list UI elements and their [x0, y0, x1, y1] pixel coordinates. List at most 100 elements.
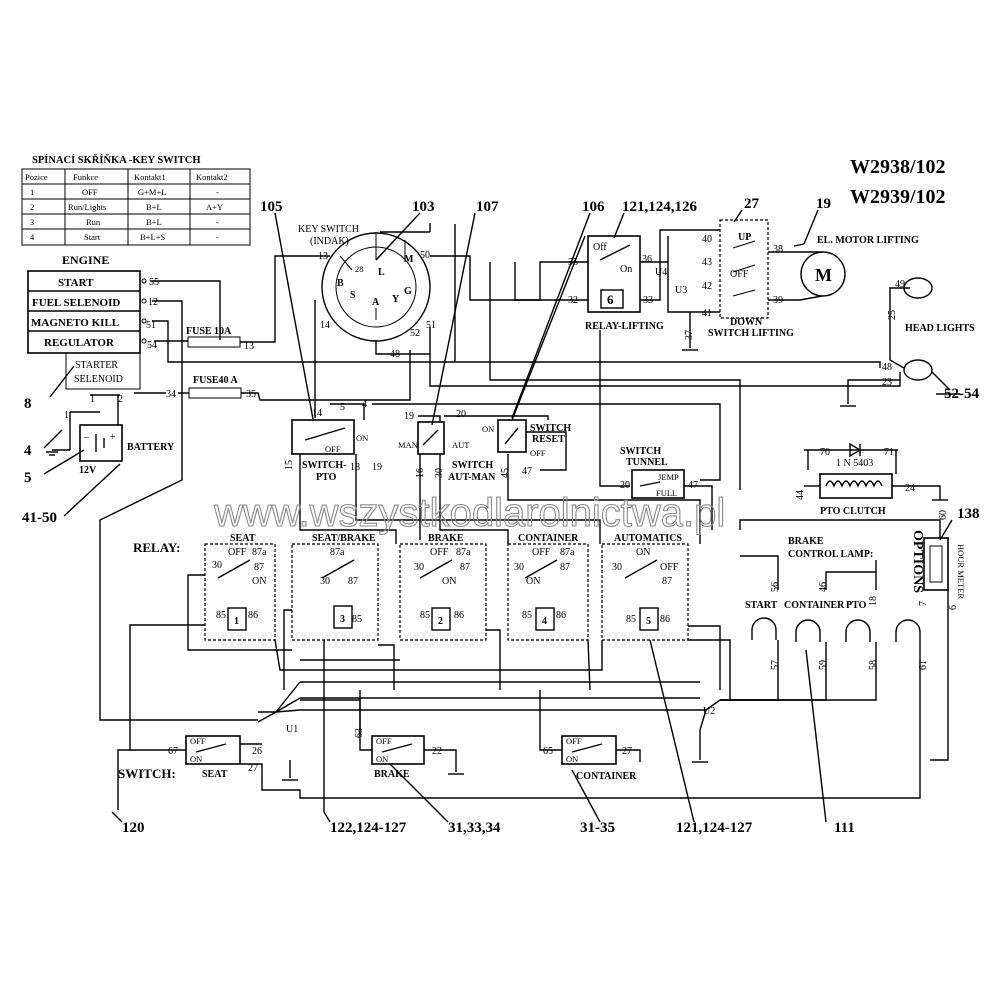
pin-label: 27: [248, 763, 258, 774]
ref-122-124-127: 122,124-127: [330, 820, 407, 836]
relay-lifting-number: 6: [607, 292, 614, 307]
switch-lifting: UP OFF DOWN SWITCH LIFTING 40 38 43 42 4…: [675, 219, 794, 340]
relay-automatics: AUTOMATICS 5: [601, 533, 689, 641]
contact-85: 85: [352, 614, 362, 625]
switch-reset-label: RESET: [532, 434, 565, 445]
table-cell: Run: [86, 217, 101, 227]
contact-on: ON: [252, 576, 266, 587]
pin-label: 70: [820, 447, 830, 458]
terminal-A: A: [372, 297, 380, 308]
pin-label: 7: [918, 601, 929, 606]
battery-minus: –: [83, 432, 90, 443]
u4-label: U4: [655, 267, 667, 278]
switch-lifting-off: OFF: [730, 269, 749, 280]
pin-label: 51: [146, 320, 156, 331]
table-cell: Run/Lights: [68, 202, 106, 212]
contact-85: 85: [420, 610, 430, 621]
contact-on: ON: [526, 576, 540, 587]
u3-label: U3: [675, 285, 687, 296]
engine-regulator: REGULATOR: [44, 337, 115, 349]
pin-label: 26: [252, 746, 262, 757]
table-cell: B+L: [146, 202, 162, 212]
pin-label: 40: [702, 234, 712, 245]
ref-52-54: 52-54: [944, 386, 979, 402]
pin-label: 14: [320, 320, 330, 331]
switch-tunnel-jemp: JEMP: [658, 472, 679, 482]
pin-label: 36: [642, 254, 652, 265]
ref-105: 105: [260, 199, 283, 215]
switch-brake-off: OFF: [376, 736, 392, 746]
pin-label: 56: [770, 582, 781, 592]
engine-magneto: MAGNETO KILL: [31, 317, 119, 329]
ref-19: 19: [816, 196, 831, 212]
table-title: SPÍNACÍ SKŘÍŇKA -KEY SWITCH: [32, 154, 201, 166]
contact-85: 85: [216, 610, 226, 621]
table-cell: 3: [30, 217, 34, 227]
terminal-L: L: [378, 267, 385, 278]
ref-5: 5: [24, 470, 32, 486]
contact-on: ON: [442, 576, 456, 587]
ref-103: 103: [412, 199, 435, 215]
switch-container-label: CONTAINER: [576, 771, 637, 782]
table-cell: 1: [30, 187, 34, 197]
pin-label: 52: [410, 328, 420, 339]
pin-label: 27: [622, 746, 632, 757]
switch-reset-label: SWITCH: [530, 423, 571, 434]
switch-seat-label: SEAT: [202, 769, 228, 780]
contact-off: OFF: [660, 562, 679, 573]
key-switch-table: SPÍNACÍ SKŘÍŇKA -KEY SWITCH Pozice Funkc…: [21, 154, 251, 246]
table-cell: -: [216, 232, 219, 242]
contact-30: 30: [514, 562, 524, 573]
ref-121-124-127: 121,124-127: [676, 820, 753, 836]
terminal-S: S: [350, 290, 356, 301]
pin-label: 42: [702, 281, 712, 292]
switch-aut: AUT: [452, 440, 470, 450]
pin-label: 65: [543, 746, 553, 757]
pin-label: 43: [702, 257, 712, 268]
contact-87: 87: [254, 562, 264, 573]
pin-label: 38: [773, 244, 783, 255]
table-cell: B+L: [146, 217, 162, 227]
options-hour-meter: OPTIONS HOUR METER 60 6: [910, 510, 966, 610]
pin-label: 15: [284, 460, 295, 470]
contact-87a: 87a: [560, 547, 575, 558]
pin-label: 19: [404, 411, 414, 422]
lamp-pto-label: PTO: [846, 600, 867, 611]
table-cell: -: [216, 217, 219, 227]
engine-block: ENGINE START FUEL SELENOID MAGNETO KILL …: [27, 253, 159, 412]
pin-label: 57: [770, 660, 781, 670]
hour-meter-label: HOUR METER: [956, 544, 966, 599]
contact-87: 87: [348, 576, 358, 587]
switch-aut-man-label: SWITCH: [452, 460, 493, 471]
switch-tunnel-full: FULL: [656, 488, 677, 498]
ref-106: 106: [582, 199, 605, 215]
contact-86: 86: [454, 610, 464, 621]
pin-label: 71: [884, 447, 894, 458]
ref-107: 107: [476, 199, 499, 215]
model-title-2: W2939/102: [850, 186, 946, 208]
ref-31-35: 31-35: [580, 820, 615, 836]
terminal-Y: Y: [392, 294, 400, 305]
switch-seat-off: OFF: [190, 736, 206, 746]
relay-number: 4: [542, 616, 547, 627]
pin-label: 51: [426, 320, 436, 331]
pin-label: 22: [432, 746, 442, 757]
pin-label: 14: [312, 408, 322, 419]
switch-aut-man-label: AUT-MAN: [448, 472, 496, 483]
pin-label: 12: [148, 297, 158, 308]
table-header: Kontakt2: [196, 172, 228, 182]
contact-85: 85: [522, 610, 532, 621]
pto-clutch-diode: 1 N 5403: [836, 458, 873, 469]
head-lights-label: HEAD LIGHTS: [905, 323, 975, 334]
switch-seat: OFF ON SEAT 67 26 27: [168, 735, 262, 780]
pin-label: 18: [350, 462, 360, 473]
engine-fuel: FUEL SELENOID: [32, 297, 120, 309]
pin-label: 55: [149, 277, 159, 288]
pin-label: 2: [118, 394, 123, 405]
relay-number: 5: [646, 616, 651, 627]
switch-container-on: ON: [566, 754, 578, 764]
contact-85: 85: [626, 614, 636, 625]
motor-label: EL. MOTOR LIFTING: [817, 235, 919, 246]
starter-label: SELENOID: [74, 374, 123, 385]
